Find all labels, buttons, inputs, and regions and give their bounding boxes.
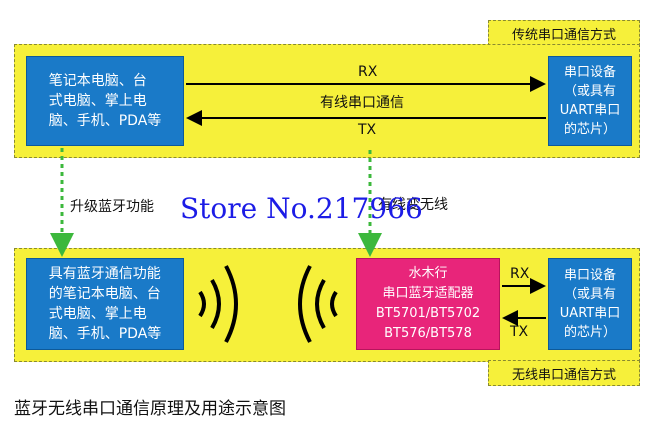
bottom-panel-tag-text: 无线串口通信方式 xyxy=(511,367,616,383)
bottom-right-box-lines: 串口设备 （或具有 UART串口 的芯片） xyxy=(560,266,620,342)
top-left-line: 式电脑、掌上电 xyxy=(48,93,147,109)
top-left-line: 脑、手机、PDA等 xyxy=(48,113,162,129)
top-panel-tag: 传统串口通信方式 xyxy=(488,20,640,46)
top-left-box: 笔记本电脑、台 式电脑、掌上电 脑、手机、PDA等 xyxy=(26,56,184,146)
top-tx-label: TX xyxy=(358,122,377,138)
bottom-right-line: （或具有 xyxy=(563,287,616,302)
adapter-line: 串口蓝牙适配器 xyxy=(382,286,474,301)
bottom-left-box: 具有蓝牙通信功能 的笔记本电脑、台 式电脑、掌上电 脑、手机、PDA等 xyxy=(26,258,184,350)
bottom-right-line: 的芯片） xyxy=(563,325,616,340)
top-right-line: UART串口 xyxy=(559,103,621,118)
bottom-tx-label: TX xyxy=(510,324,529,340)
top-right-box: 串口设备 （或具有 UART串口 的芯片） xyxy=(548,56,632,146)
store-watermark: Store No.217966 xyxy=(180,192,423,225)
top-right-line: 串口设备 xyxy=(563,65,616,80)
adapter-box-lines: 水木行 串口蓝牙适配器 BT5701/BT5702 BT576/BT578 xyxy=(376,264,480,344)
adapter-line: BT576/BT578 xyxy=(384,326,472,341)
bottom-left-line: 具有蓝牙通信功能 xyxy=(48,266,161,282)
wireless-waves-right-icon xyxy=(298,265,338,343)
figure-caption: 蓝牙无线串口通信原理及用途示意图 xyxy=(14,399,286,419)
upgrade-left-label: 升级蓝牙功能 xyxy=(70,199,154,215)
top-right-line: （或具有 xyxy=(563,84,616,99)
top-panel-tag-text: 传统串口通信方式 xyxy=(511,27,616,43)
adapter-box: 水木行 串口蓝牙适配器 BT5701/BT5702 BT576/BT578 xyxy=(356,258,500,350)
top-left-line: 笔记本电脑、台 xyxy=(48,73,147,89)
bottom-left-line: 的笔记本电脑、台 xyxy=(48,286,161,302)
upgrade-right-label: 有线变无线 xyxy=(378,197,448,213)
top-rx-label: RX xyxy=(358,64,378,80)
bottom-right-line: UART串口 xyxy=(559,306,621,321)
wireless-waves-left-icon xyxy=(198,265,238,343)
bottom-left-box-lines: 具有蓝牙通信功能 的笔记本电脑、台 式电脑、掌上电 脑、手机、PDA等 xyxy=(49,264,162,344)
top-right-box-lines: 串口设备 （或具有 UART串口 的芯片） xyxy=(560,63,620,139)
adapter-line: BT5701/BT5702 xyxy=(375,306,481,321)
bottom-left-line: 式电脑、掌上电 xyxy=(48,306,147,322)
bottom-rx-label: RX xyxy=(510,266,530,282)
bottom-right-line: 串口设备 xyxy=(563,268,616,283)
bottom-left-line: 脑、手机、PDA等 xyxy=(48,326,162,342)
top-right-line: 的芯片） xyxy=(563,122,616,137)
bottom-right-box: 串口设备 （或具有 UART串口 的芯片） xyxy=(548,258,632,350)
bottom-panel-tag: 无线串口通信方式 xyxy=(488,360,640,386)
top-left-box-lines: 笔记本电脑、台 式电脑、掌上电 脑、手机、PDA等 xyxy=(49,71,162,131)
adapter-line: 水木行 xyxy=(408,266,448,281)
top-mid-label: 有线串口通信 xyxy=(320,95,404,111)
